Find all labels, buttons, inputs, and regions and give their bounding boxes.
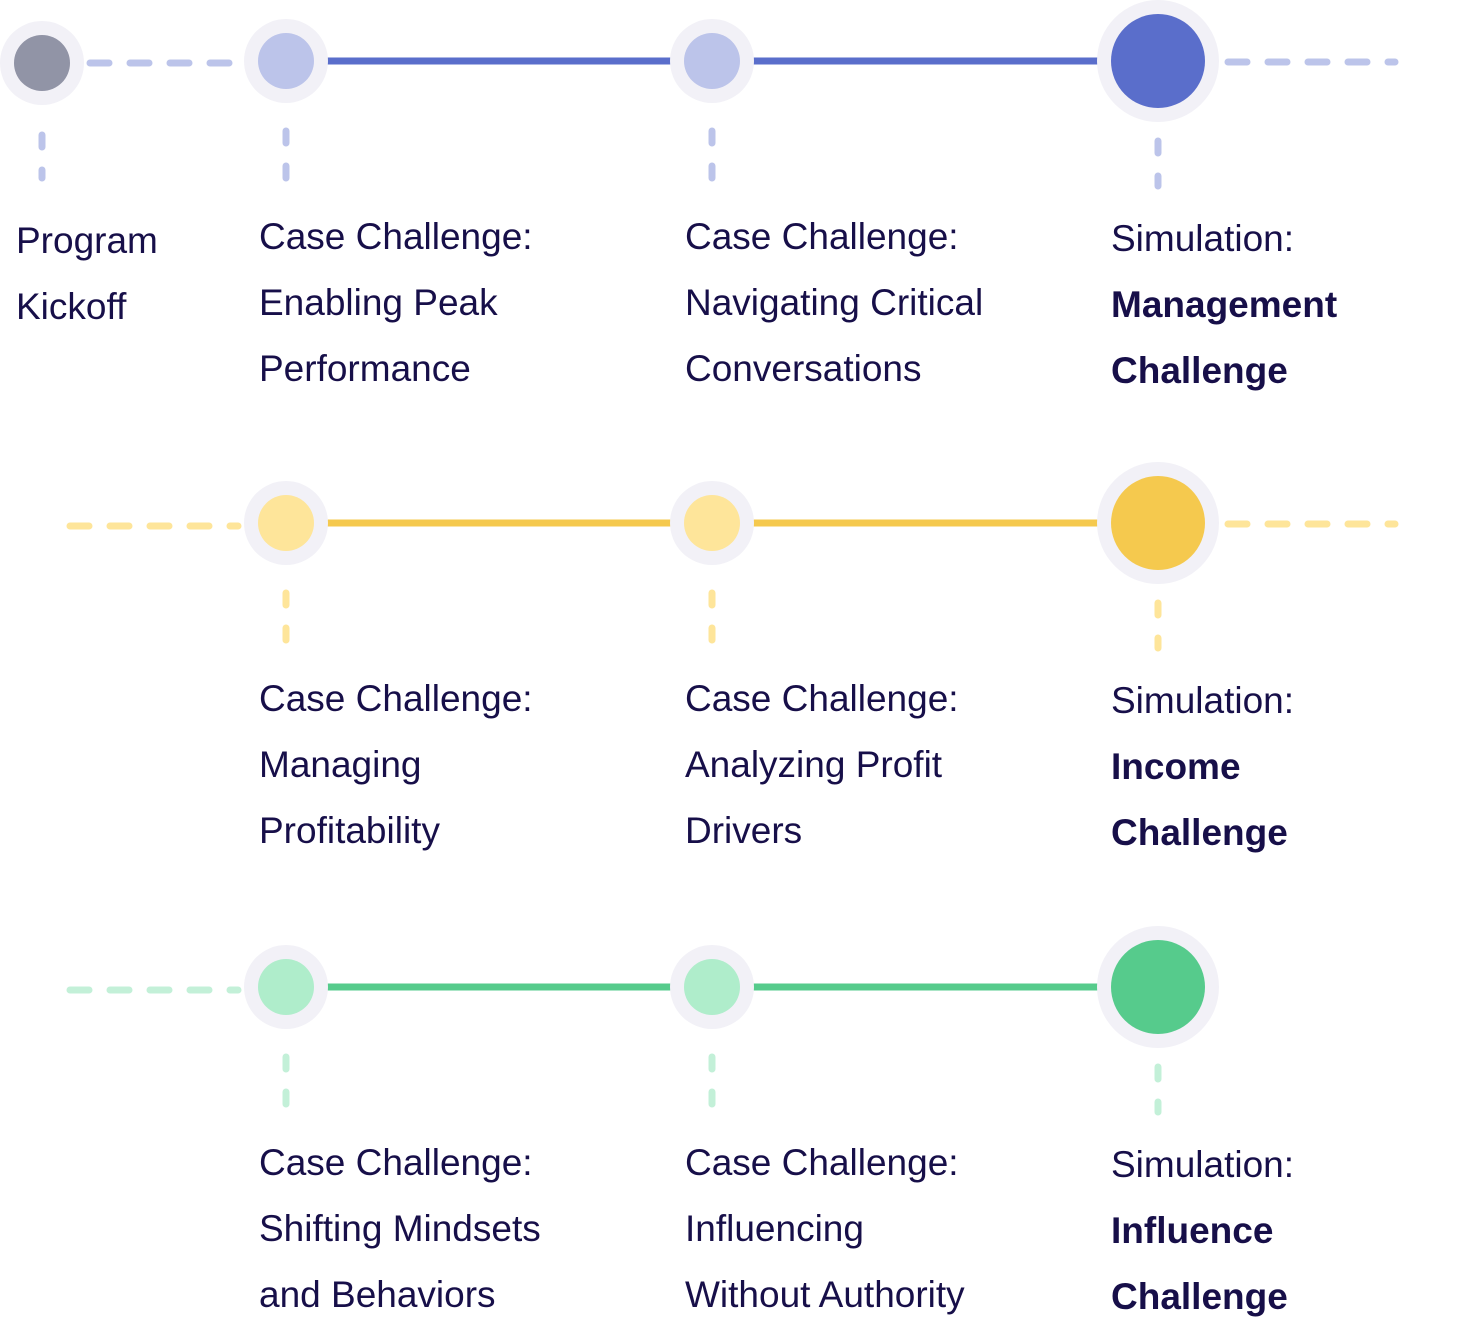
income-step-1-label-line: Profitability — [259, 810, 440, 851]
income-step-3-label-title-line: Challenge — [1111, 812, 1288, 853]
income-step-3-label-line: Simulation: — [1111, 680, 1295, 721]
influence-step-1-node — [258, 959, 314, 1015]
influence-step-1-label: Case Challenge: Shifting Mindsets and Beha… — [259, 1130, 541, 1328]
management-step-1-label-line: Case Challenge: — [259, 216, 533, 257]
income-step-3-label-title-line: Income — [1111, 746, 1241, 787]
income-step-1-label-line: Managing — [259, 744, 422, 785]
influence-step-1-label-line: and Behaviors — [259, 1274, 496, 1315]
kickoff-label-line: Kickoff — [16, 286, 127, 327]
management-step-1-label-line: Performance — [259, 348, 471, 389]
income-step-3-node — [1111, 476, 1205, 570]
management-step-1-node — [258, 33, 314, 89]
influence-step-2-label-line: Without Authority — [685, 1274, 965, 1315]
influence-step-3-label-title-line: Influence — [1111, 1210, 1274, 1251]
influence-step-1-label-line: Shifting Mindsets — [259, 1208, 541, 1249]
income-step-2-node — [684, 495, 740, 551]
management-step-1-label-line: Enabling Peak — [259, 282, 498, 323]
management-step-3-label-title-line: Challenge — [1111, 350, 1288, 391]
management-step-2-label-line: Navigating Critical — [685, 282, 984, 323]
management-step-3-node — [1111, 14, 1205, 108]
influence-step-1-label-line: Case Challenge: — [259, 1142, 533, 1183]
income-step-1-node — [258, 495, 314, 551]
income-step-2-label-line: Analyzing Profit — [685, 744, 943, 785]
income-step-2-label-line: Drivers — [685, 810, 803, 851]
income-step-1-label-line: Case Challenge: — [259, 678, 533, 719]
influence-step-3-label-line: Simulation: — [1111, 1144, 1295, 1185]
management-step-3-label-line: Simulation: — [1111, 218, 1295, 259]
influence-step-3-node — [1111, 940, 1205, 1034]
influence-step-2-node — [684, 959, 740, 1015]
management-step-2-label-line: Conversations — [685, 348, 922, 389]
kickoff-label-line: Program — [16, 220, 158, 261]
management-step-2-node — [684, 33, 740, 89]
kickoff-node — [14, 35, 70, 91]
influence-step-2-label-line: Influencing — [685, 1208, 864, 1249]
management-step-2-label-line: Case Challenge: — [685, 216, 959, 257]
income-step-2-label-line: Case Challenge: — [685, 678, 959, 719]
influence-step-2-label-line: Case Challenge: — [685, 1142, 959, 1183]
influence-step-3-label-title-line: Challenge — [1111, 1276, 1288, 1317]
management-step-3-label-title-line: Management — [1111, 284, 1338, 325]
